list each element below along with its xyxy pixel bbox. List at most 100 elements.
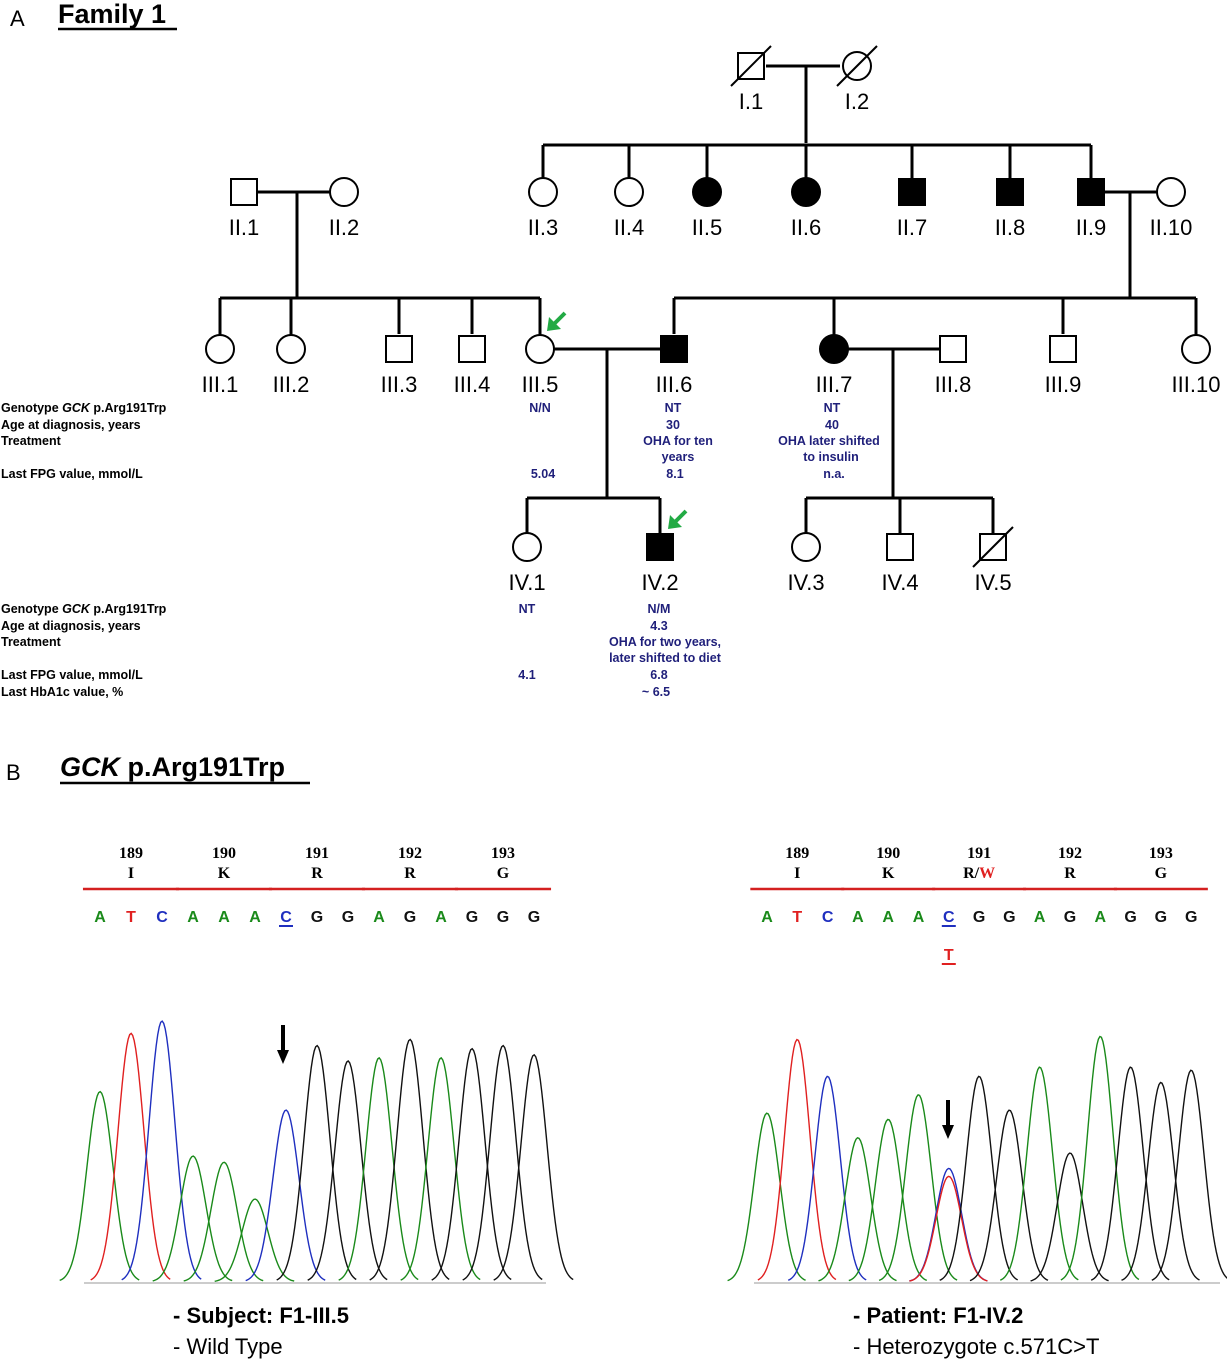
individual-iii-7 <box>819 334 849 364</box>
individual-iii-2 <box>276 334 306 364</box>
peak-G <box>969 1109 1049 1282</box>
deceased-slash <box>730 45 772 87</box>
peak-C <box>121 1020 202 1281</box>
label-iii-8: III.8 <box>935 372 972 397</box>
peak-A <box>727 1112 806 1282</box>
right-caption-patient: - Patient: F1-IV.2 <box>853 1303 1023 1328</box>
codon-aminoacid-193: G <box>1155 865 1168 882</box>
peak-G <box>1030 1152 1109 1282</box>
iv1-genotype: NT <box>519 602 536 616</box>
panel-a-title: Family 1 <box>58 0 166 29</box>
base-call: C <box>822 909 834 926</box>
variant-arrow-right <box>942 1100 954 1139</box>
base-call: A <box>913 909 925 926</box>
individual-iii-1 <box>205 334 235 364</box>
male-symbol <box>886 533 914 561</box>
label-ii-9: II.9 <box>1076 215 1107 240</box>
individual-ii-10 <box>1156 177 1186 207</box>
codon-aminoacid-189: I <box>128 865 134 882</box>
female-symbol <box>1181 334 1211 364</box>
peak-G <box>1121 1081 1200 1281</box>
peak-G <box>1151 1069 1227 1281</box>
affected-female-symbol <box>692 177 722 207</box>
male-symbol <box>1049 335 1077 363</box>
codon-position-190: 190 <box>212 845 236 862</box>
label-ii-2: II.2 <box>329 215 360 240</box>
peak-G <box>276 1044 357 1281</box>
individual-ii-7 <box>898 178 926 206</box>
codon-position-193: 193 <box>491 845 515 862</box>
individual-ii-8 <box>996 178 1024 206</box>
male-symbol <box>230 178 258 206</box>
label-iv-1: IV.1 <box>508 570 545 595</box>
variant-arrow-left <box>277 1025 289 1064</box>
base-call: C <box>156 909 168 926</box>
label-ii-6: II.6 <box>791 215 822 240</box>
proband-arrow-iv2 <box>668 509 688 529</box>
peak-C <box>245 1109 326 1282</box>
label-iii-2: III.2 <box>273 372 310 397</box>
iii6-age: 30 <box>666 418 680 432</box>
peak-A <box>999 1066 1079 1281</box>
peak-T <box>90 1032 171 1281</box>
codon-position-192: 192 <box>1058 845 1082 862</box>
gen4-row-labels: Genotype GCK p.Arg191Trp Age at diagnosi… <box>1 602 167 699</box>
iv1-fpg: 4.1 <box>518 668 535 682</box>
individual-ii-3 <box>528 177 558 207</box>
individual-ii-4 <box>614 177 644 207</box>
peak-A <box>1060 1035 1140 1281</box>
codon-position-192: 192 <box>398 845 422 862</box>
peak-mutant-T <box>909 1175 988 1282</box>
base-call: G <box>311 909 323 926</box>
individual-iii-9 <box>1049 335 1077 363</box>
label-iii-6: III.6 <box>656 372 693 397</box>
base-call: A <box>94 909 106 926</box>
iv2-hba1c: ~ 6.5 <box>642 685 670 699</box>
individual-iv-5 <box>972 526 1014 568</box>
gen4-hba1c-label: Last HbA1c value, % <box>1 685 123 699</box>
female-symbol <box>791 532 821 562</box>
left-caption-subject: - Subject: F1-III.5 <box>173 1303 349 1328</box>
label-iii-7: III.7 <box>816 372 853 397</box>
codon-position-191: 191 <box>967 845 991 862</box>
gen4-treatment-label: Treatment <box>1 635 62 649</box>
iii5-genotype: N/N <box>529 401 551 415</box>
iii6-genotype: NT <box>665 401 682 415</box>
iii6-treatment-line2: years <box>662 450 695 464</box>
iii7-fpg: n.a. <box>823 467 845 481</box>
iv2-age: 4.3 <box>650 619 667 633</box>
individual-iii-10 <box>1181 334 1211 364</box>
label-iii-5: III.5 <box>522 372 559 397</box>
affected-male-symbol <box>660 335 688 363</box>
codon-position-190: 190 <box>876 845 900 862</box>
peak-A <box>848 1118 928 1282</box>
individual-iv-4 <box>886 533 914 561</box>
peak-G <box>939 1075 1019 1281</box>
label-iv-2: IV.2 <box>641 570 678 595</box>
female-symbol <box>528 177 558 207</box>
individual-iv-2 <box>646 533 674 561</box>
label-iii-9: III.9 <box>1045 372 1082 397</box>
individual-iv-3 <box>791 532 821 562</box>
base-call: T <box>126 909 136 926</box>
female-symbol <box>525 334 555 364</box>
individual-iii-8 <box>939 335 967 363</box>
base-call: A <box>1034 909 1046 926</box>
panel-b-title: GCK p.Arg191Trp <box>60 752 285 782</box>
individual-iii-6 <box>660 335 688 363</box>
peak-A <box>878 1093 958 1282</box>
iii6-fpg: 8.1 <box>666 467 683 481</box>
label-ii-3: II.3 <box>528 215 559 240</box>
peak-A <box>183 1161 264 1282</box>
peak-G <box>493 1053 574 1281</box>
label-iii-10: III.10 <box>1172 372 1221 397</box>
codon-aminoacid-191: R <box>311 865 323 882</box>
gen4-values: NT 4.1 N/M 4.3 OHA for two years, later … <box>518 602 721 699</box>
pedigree-lines <box>218 64 1198 534</box>
individual-ii-9 <box>1077 178 1105 206</box>
codon-aminoacid-192: R <box>1064 865 1076 882</box>
codon-aminoacid-193: G <box>497 865 510 882</box>
base-call: G <box>466 909 478 926</box>
iii7-age: 40 <box>825 418 839 432</box>
